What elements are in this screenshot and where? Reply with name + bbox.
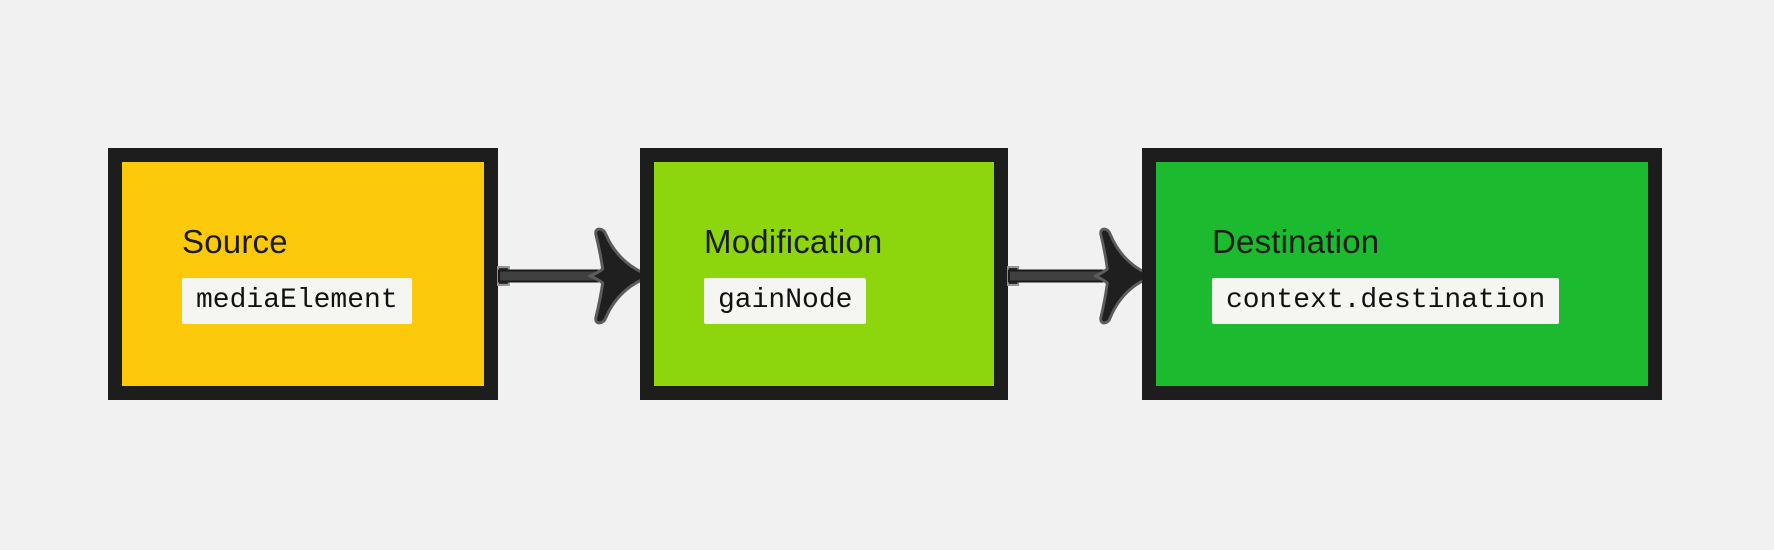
node-modification-code-chip: gainNode [704, 278, 867, 325]
node-destination-title: Destination [1212, 222, 1380, 260]
node-source-title: Source [182, 222, 288, 260]
flow-arrow-modification-to-destination [1007, 227, 1156, 325]
node-source-code-chip: mediaElement [182, 278, 412, 325]
arrow-head-icon [1093, 227, 1156, 325]
node-destination: Destination context.destination [1142, 148, 1662, 400]
node-source: Source mediaElement [108, 148, 498, 400]
node-destination-code-chip: context.destination [1212, 278, 1560, 325]
arrow-shaft [1007, 269, 1104, 283]
arrow-shaft [497, 269, 599, 283]
node-modification: Modification gainNode [640, 148, 1008, 400]
arrow-head-icon [588, 227, 654, 325]
node-modification-title: Modification [704, 222, 883, 260]
flow-arrow-source-to-modification [497, 227, 654, 325]
